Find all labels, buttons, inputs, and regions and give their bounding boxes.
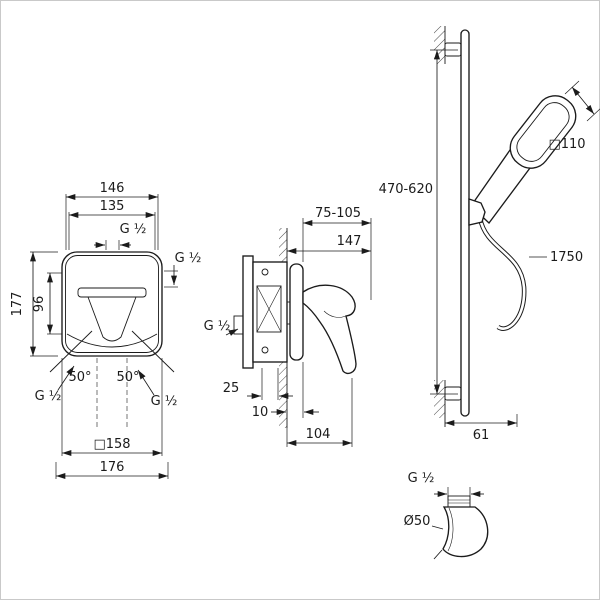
- angle-right-label: 50°: [116, 370, 139, 385]
- escutcheon-side: [289, 263, 304, 361]
- dim-135-label: 135: [100, 199, 125, 214]
- trim-plate: [49, 240, 178, 428]
- valve-body: [233, 228, 357, 428]
- dim-104-label: 104: [306, 427, 331, 442]
- side-dimensions: 75-105 147 G ½ 25 10 104: [204, 206, 372, 447]
- dim-158-label: □158: [93, 437, 130, 452]
- side-view: 75-105 147 G ½ 25 10 104: [204, 206, 372, 447]
- dim-147-label: 147: [337, 234, 362, 249]
- rail-bracket-top: [444, 42, 462, 57]
- dim-61-label: 61: [473, 428, 490, 443]
- angle-line-right: [131, 330, 175, 373]
- thread-inlet-label: G ½: [204, 319, 231, 334]
- inlet-stub: [233, 315, 244, 335]
- angle-left-label: 50°: [68, 370, 91, 385]
- thread-bottom-right-label: G ½: [151, 394, 178, 409]
- dim-470-620-label: 470-620: [379, 182, 433, 197]
- handshower-head: [509, 95, 577, 169]
- union-detail: G ½ Ø50: [404, 471, 489, 560]
- glide-holder: [468, 198, 486, 226]
- dim-25-label: 25: [223, 381, 240, 396]
- lever-blade: [87, 296, 137, 342]
- thread-right-label: G ½: [175, 251, 202, 266]
- dim-110-label: □110: [548, 137, 585, 152]
- wall-union-body: [433, 495, 489, 560]
- union-diameter-label: Ø50: [404, 514, 431, 529]
- dim-96-label: 96: [32, 296, 47, 313]
- front-dimensions: 146 135 G ½ G ½ 177 96 50° 50°: [10, 181, 201, 479]
- rail-view: 470-620 □110 1750 61: [379, 26, 600, 443]
- shower-rail: [434, 26, 577, 427]
- rail-dimensions: 470-620 □110 1750 61: [379, 49, 600, 443]
- rail-bracket-bottom: [444, 386, 462, 401]
- front-view: 146 135 G ½ G ½ 177 96 50° 50°: [10, 181, 201, 479]
- dim-10-label: 10: [252, 405, 269, 420]
- dim-177-label: 177: [10, 292, 25, 317]
- thread-bottom-left-label: G ½: [35, 389, 62, 404]
- angle-line-left: [49, 330, 93, 373]
- thread-top-label: G ½: [120, 222, 147, 237]
- dim-75-105-label: 75-105: [315, 206, 361, 221]
- dim-1750-label: 1750: [550, 250, 583, 265]
- lever-side: [302, 284, 357, 375]
- dim-146-label: 146: [100, 181, 125, 196]
- rail-bar: [460, 29, 470, 417]
- swivel-arc: [66, 333, 158, 348]
- dim-176-label: 176: [100, 460, 125, 475]
- union-thread-label: G ½: [408, 471, 435, 486]
